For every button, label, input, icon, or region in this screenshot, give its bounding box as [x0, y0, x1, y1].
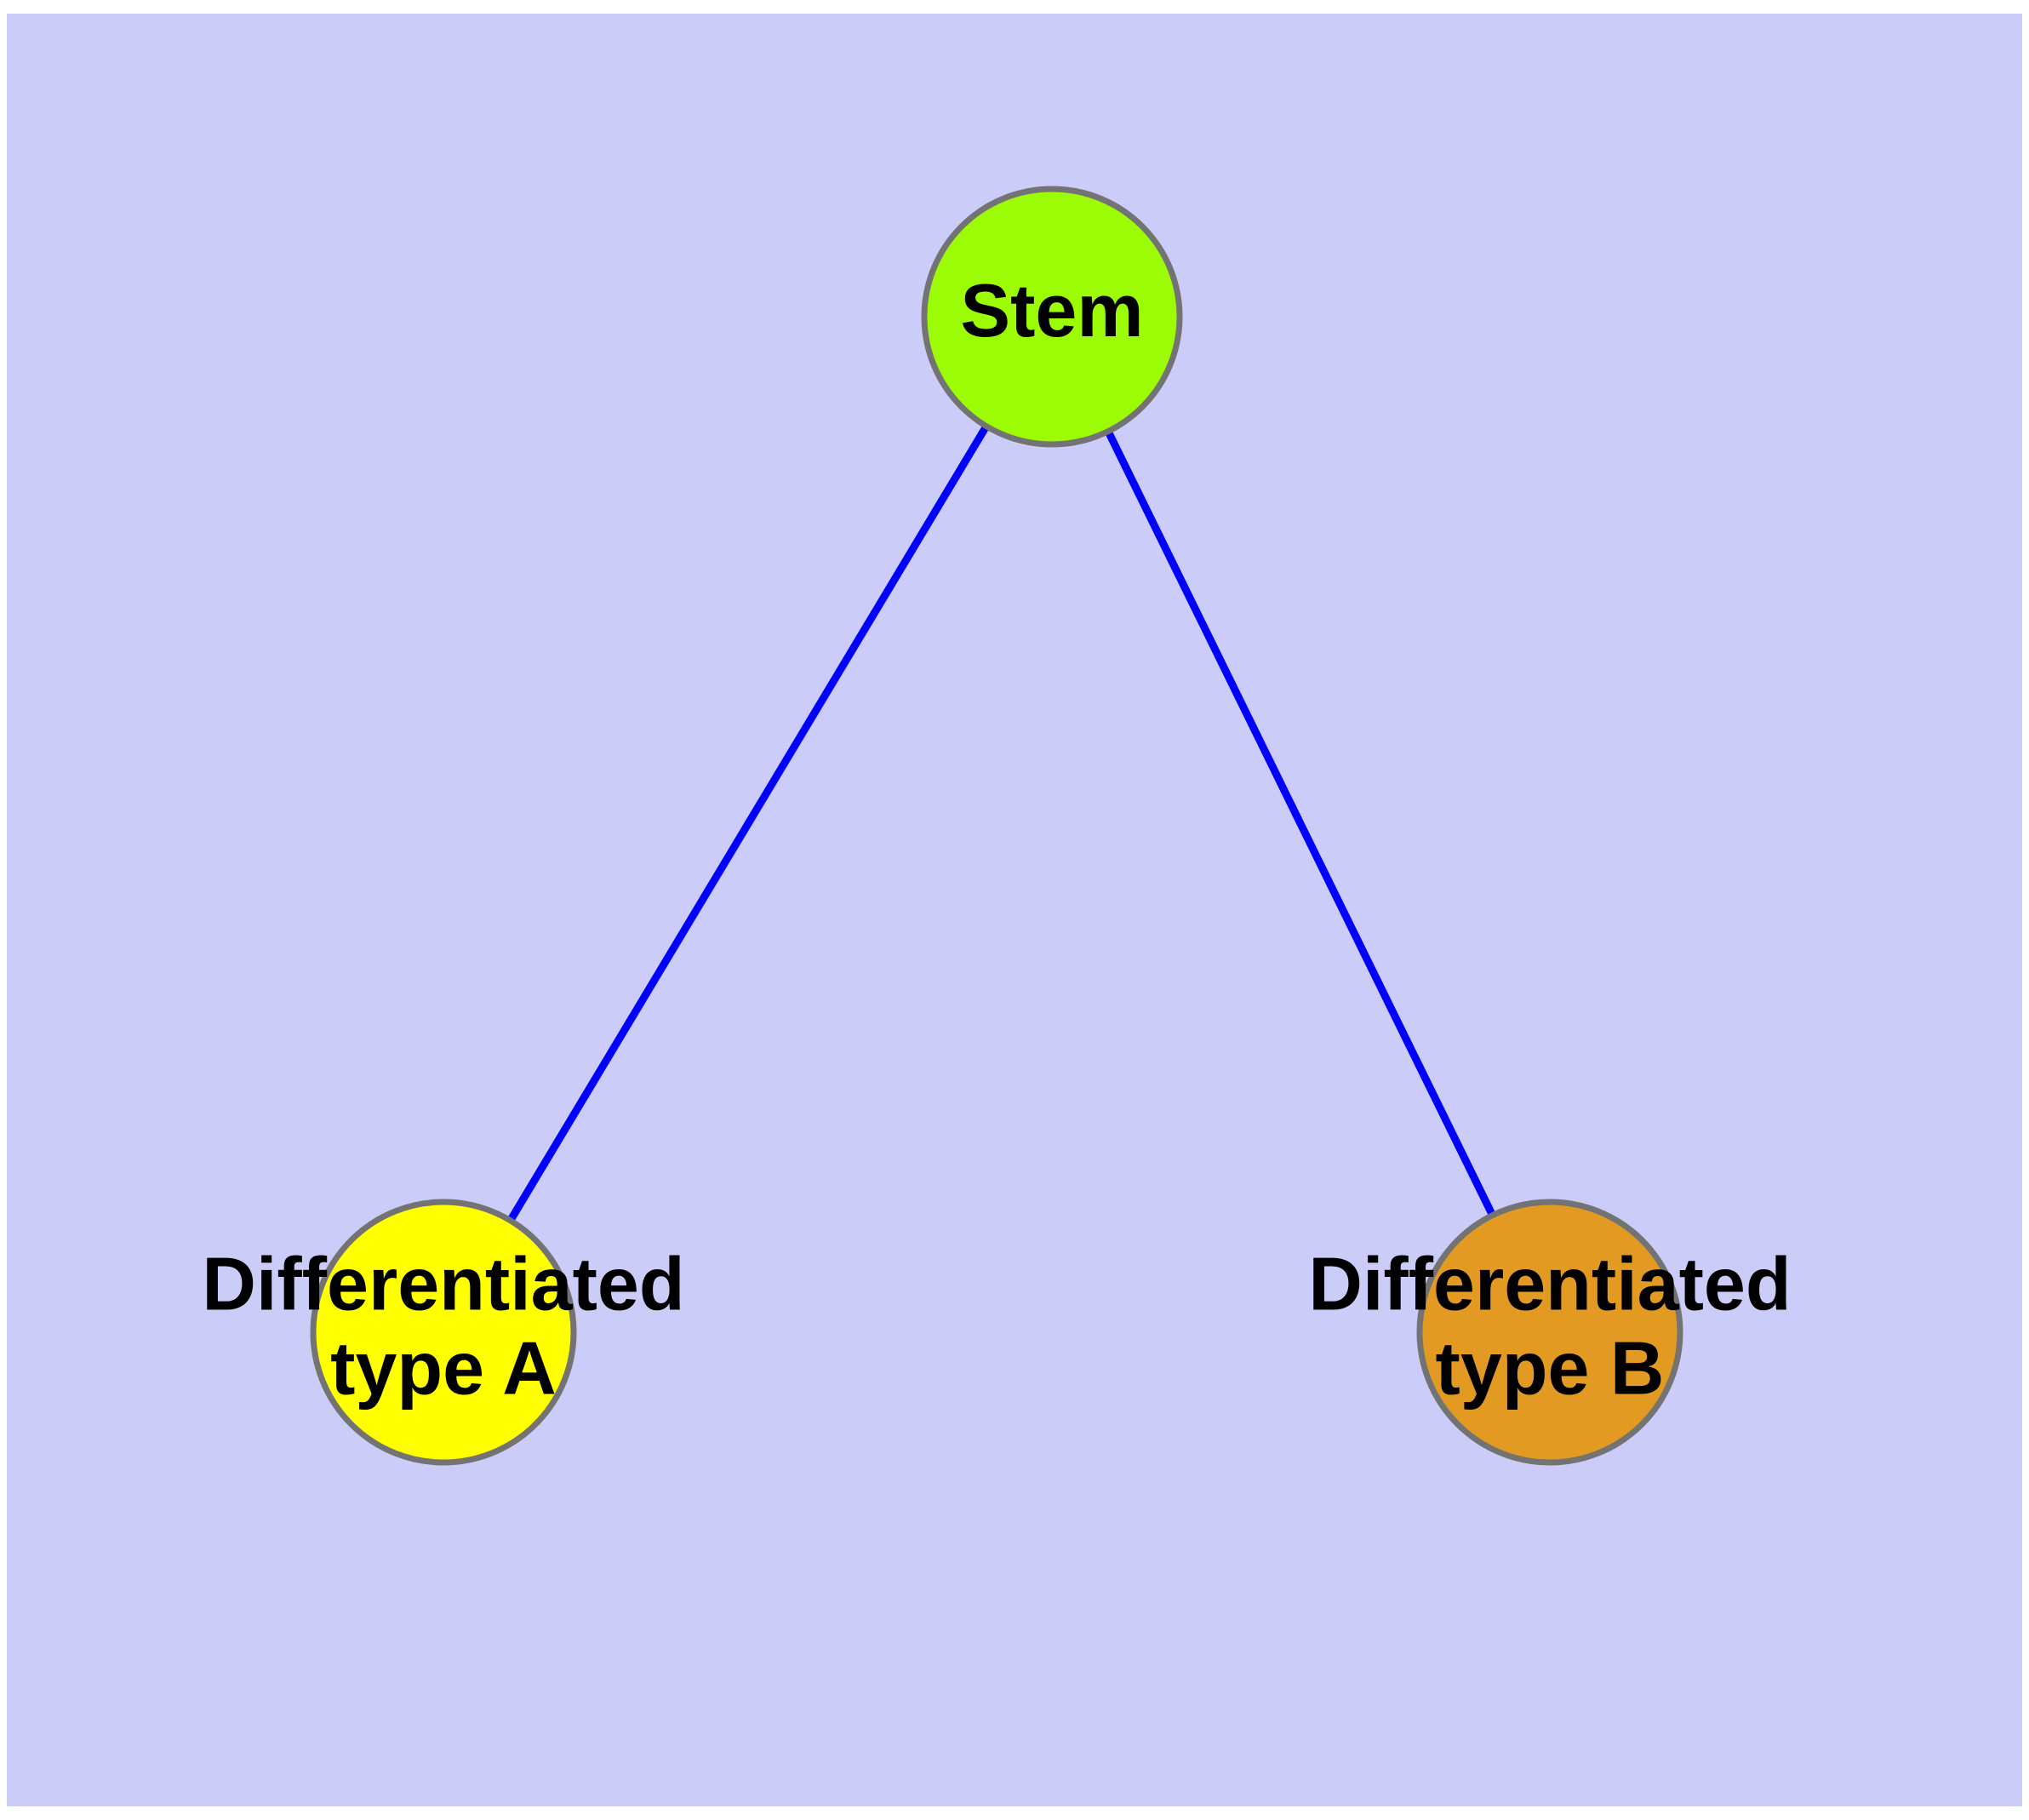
- node-label-line: Differentiated: [1308, 1242, 1791, 1326]
- node-differentiated-type-a-circle[interactable]: [310, 1199, 577, 1466]
- node-stem[interactable]: [921, 186, 1183, 448]
- edges-layer: [506, 424, 1496, 1223]
- node-label-line: type B: [1436, 1326, 1665, 1411]
- node-differentiated-type-b[interactable]: [1416, 1199, 1683, 1466]
- node-label-line: Stem: [960, 268, 1143, 352]
- nodes-layer: [310, 186, 1683, 1466]
- node-label-line: Differentiated: [202, 1242, 684, 1326]
- edge-stem-to-differentiated-type-a: [506, 424, 990, 1223]
- node-label-line: type A: [330, 1326, 557, 1411]
- node-differentiated-type-a[interactable]: [310, 1199, 577, 1466]
- edge-stem-to-differentiated-type-b: [1105, 429, 1496, 1217]
- node-stem-circle[interactable]: [921, 186, 1183, 448]
- node-differentiated-type-b-circle[interactable]: [1416, 1199, 1683, 1466]
- node-stem-label: Stem: [960, 268, 1143, 352]
